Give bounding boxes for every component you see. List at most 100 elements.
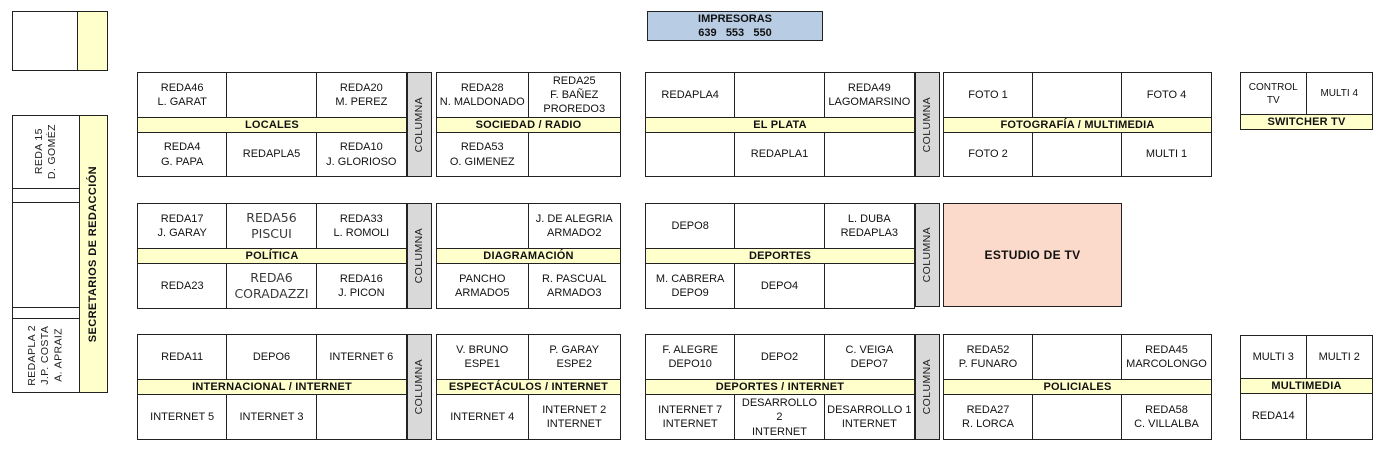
desk-cell: INTERNET 7 INTERNET — [646, 395, 736, 440]
section-header-internacional-internet: INTERNACIONAL / INTERNET — [138, 379, 406, 395]
columna-label: COLUMNA — [920, 359, 933, 415]
columna-strip: COLUMNA — [407, 334, 432, 440]
block-multimedia: MULTI 3 MULTI 2 MULTIMEDIA REDA14 — [1240, 335, 1373, 440]
desk-cell: DESARROLLO 2 INTERNET — [735, 395, 825, 440]
columna-label: COLUMNA — [412, 96, 425, 153]
block-sociedad-radio: REDA28 N. MALDONADO REDA25 F. BAÑEZ PROR… — [436, 72, 621, 177]
block-switcher-tv: CONTROL TV MULTI 4 SWITCHER TV — [1240, 72, 1373, 130]
desk-cell: REDA14 — [1241, 394, 1307, 439]
desk-cell: DEPO4 — [735, 264, 825, 308]
section-header-diagramacion: DIAGRAMACIÓN — [437, 248, 620, 264]
section-header-el-plata: EL PLATA — [646, 117, 914, 133]
desk-cell: REDA28 N. MALDONADO — [437, 73, 529, 117]
section-header-deportes-internet: DEPORTES / INTERNET — [646, 379, 914, 395]
desk-cell: REDA45 MARCOLONGO — [1126, 343, 1207, 370]
desk-cell: DEPO8 — [646, 204, 736, 248]
desk-cell: REDA4 G. PAPA — [138, 133, 228, 176]
desk-cell: DEPO2 — [735, 335, 825, 379]
desk-cell: PANCHO ARMADO5 — [437, 264, 529, 308]
desk-cell: REDA46 L. GARAT — [138, 73, 228, 117]
desk-cell — [735, 73, 825, 117]
desk-cell — [1307, 394, 1373, 439]
desk-cell — [646, 133, 736, 176]
desk-cell: P. GARAY ESPE2 — [549, 343, 600, 370]
desk-cell: REDA10 J. GLORIOSO — [326, 141, 397, 168]
desk-cell-empty — [13, 308, 79, 319]
desk-cell: REDA11 — [138, 335, 228, 379]
section-header-switcher-tv: SWITCHER TV — [1241, 114, 1372, 129]
desk-cell: INTERNET 3 — [227, 395, 317, 439]
section-header-fotografia-multimedia: FOTOGRAFÍA / MULTIMEDIA — [944, 117, 1211, 133]
desk-cell: REDAPLA5 — [227, 133, 317, 176]
desk-cell: R. PASCUAL ARMADO3 — [541, 272, 607, 299]
desk-cell: REDA6 CORADAZZI — [227, 264, 317, 308]
block-el-plata: REDAPLA4 REDA49 LAGOMARSINO EL PLATA RED… — [645, 72, 915, 177]
topleft-box — [12, 11, 108, 71]
desk-cell: REDA16 J. PICON — [338, 272, 385, 299]
columna-strip: COLUMNA — [407, 72, 432, 177]
desk-cell — [825, 264, 914, 308]
columna-label: COLUMNA — [920, 227, 933, 283]
estudio-de-tv-label: ESTUDIO DE TV — [984, 248, 1081, 262]
desk-cell: FOTO 2 — [944, 133, 1033, 176]
secretarios-strip: SECRETARIOS DE REDACCIÓN — [79, 115, 108, 393]
columna-label: COLUMNA — [920, 96, 933, 153]
block-espectaculos-internet: V. BRUNO ESPE1 P. GARAY ESPE2 ESPECTÁCUL… — [436, 334, 621, 440]
desk-cell: CONTROL TV — [1241, 73, 1307, 114]
desk-cell: REDA20 M. PEREZ — [335, 81, 388, 108]
desk-cell: REDAPLA4 — [646, 73, 736, 117]
desk-cell: REDA53 O. GIMENEZ — [437, 133, 529, 176]
desk-cell: INTERNET 2 INTERNET — [542, 403, 607, 430]
section-header-multimedia: MULTIMEDIA — [1241, 378, 1372, 394]
desk-cell: DEPO6 — [227, 335, 317, 379]
desk-cell: REDAPLA1 — [735, 133, 825, 176]
desk-cell: J. DE ALEGRIA ARMADO2 — [535, 212, 613, 239]
section-header-espectaculos-internet: ESPECTÁCULOS / INTERNET — [437, 379, 620, 395]
topleft-box-yellow-cell — [78, 12, 107, 70]
desk-cell-empty — [13, 189, 79, 203]
desk-cell — [1033, 395, 1122, 439]
desk-cell — [1033, 133, 1122, 176]
desk-cell: C. VEIGA DEPO7 — [845, 343, 894, 370]
desk-cell: M. CABRERA DEPO9 — [646, 264, 736, 308]
block-internacional-internet: REDA11 DEPO6 INTERNET 6 INTERNACIONAL / … — [137, 334, 407, 440]
desk-cell: REDA25 F. BAÑEZ PROREDO3 — [543, 74, 606, 116]
desk-cell: FOTO 4 — [1146, 88, 1187, 101]
desk-cell — [227, 73, 317, 117]
printers-label: IMPRESORAS — [698, 12, 772, 25]
desk-cell: REDA58 C. VILLALBA — [1134, 403, 1199, 430]
block-politica: REDA17 J. GARAY REDA56 PISCUI REDA33 L. … — [137, 203, 407, 309]
desk-cell — [1033, 335, 1122, 379]
desk-cell: REDA23 — [138, 264, 228, 308]
desk-cell: MULTI 3 — [1241, 336, 1307, 378]
topleft-box-white-cell — [13, 12, 78, 70]
desk-cell: L. DUBA REDAPLA3 — [840, 212, 899, 239]
left-panel-cells: REDA 15 D. GOMÉZ REDAPLA 2 J.P. COSTA A.… — [12, 115, 79, 393]
desk-label: REDAPLA 2 J.P. COSTA A. APRAIZ — [26, 325, 65, 386]
desk-cell: REDA17 J. GARAY — [138, 204, 228, 248]
section-header-politica: POLÍTICA — [138, 248, 406, 264]
printers-numbers: 639 553 550 — [698, 27, 772, 39]
columna-label: COLUMNA — [412, 228, 425, 284]
desk-cell — [735, 204, 825, 248]
desk-cell: MULTI 2 — [1318, 350, 1360, 363]
desk-cell — [1033, 73, 1122, 117]
block-deportes: DEPO8 L. DUBA REDAPLA3 DEPORTES M. CABRE… — [645, 203, 915, 309]
desk-cell — [437, 204, 529, 248]
printers-box: IMPRESORAS 639 553 550 — [647, 11, 823, 41]
columna-strip: COLUMNA — [915, 72, 940, 177]
block-deportes-internet: F. ALEGRE DEPO10 DEPO2 C. VEIGA DEPO7 DE… — [645, 334, 915, 440]
columna-strip: COLUMNA — [915, 203, 940, 307]
block-diagramacion: J. DE ALEGRIA ARMADO2 DIAGRAMACIÓN PANCH… — [436, 203, 621, 309]
block-policiales: REDA52 P. FUNARO REDA45 MARCOLONGO POLIC… — [943, 334, 1212, 440]
desk-cell — [317, 395, 406, 439]
desk-cell: INTERNET 6 — [329, 350, 394, 363]
columna-label: COLUMNA — [412, 359, 425, 415]
desk-cell: REDA49 LAGOMARSINO — [828, 81, 911, 108]
secretarios-label: SECRETARIOS DE REDACCIÓN — [86, 165, 99, 343]
desk-cell: MULTI 4 — [1320, 88, 1359, 99]
desk-cell: REDA56 PISCUI — [227, 204, 317, 248]
estudio-de-tv-room: ESTUDIO DE TV — [943, 203, 1122, 307]
section-header-locales: LOCALES — [138, 117, 406, 133]
